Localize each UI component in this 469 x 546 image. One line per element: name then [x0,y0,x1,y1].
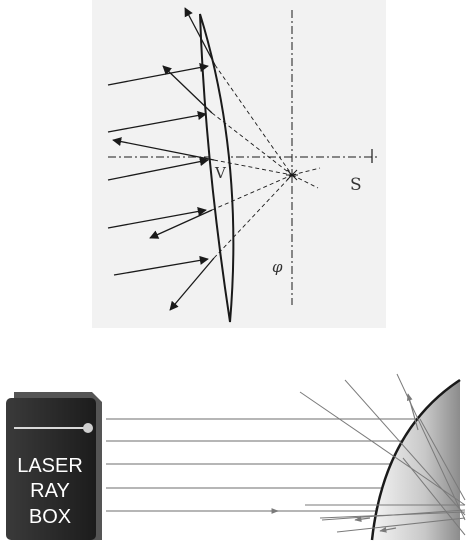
laser-ray-arrows [354,393,419,533]
top-panel-background [92,0,386,328]
phi-label: φ [272,258,283,276]
incident-rays [107,63,209,276]
convex-mirror-diagram: V S φ [92,0,386,328]
laser-incident-rays [106,418,420,514]
virtual-ray-extensions [211,64,321,259]
laser-box-line-2: RAY [30,480,70,502]
axis-label-s: S [350,175,362,195]
focal-point-marker [286,169,298,181]
reflected-rays [112,7,216,311]
vertex-label: V [214,164,227,182]
laser-aperture-dot [83,423,93,433]
mirror-edge [370,378,461,541]
laser-ray-box: LASER RAY BOX [6,392,102,540]
laser-ray-box-diagram: LASER RAY BOX [6,373,466,541]
laser-box-line-3: BOX [29,506,71,528]
laser-box-front [6,398,96,540]
laser-box-line-1: LASER [17,455,83,477]
